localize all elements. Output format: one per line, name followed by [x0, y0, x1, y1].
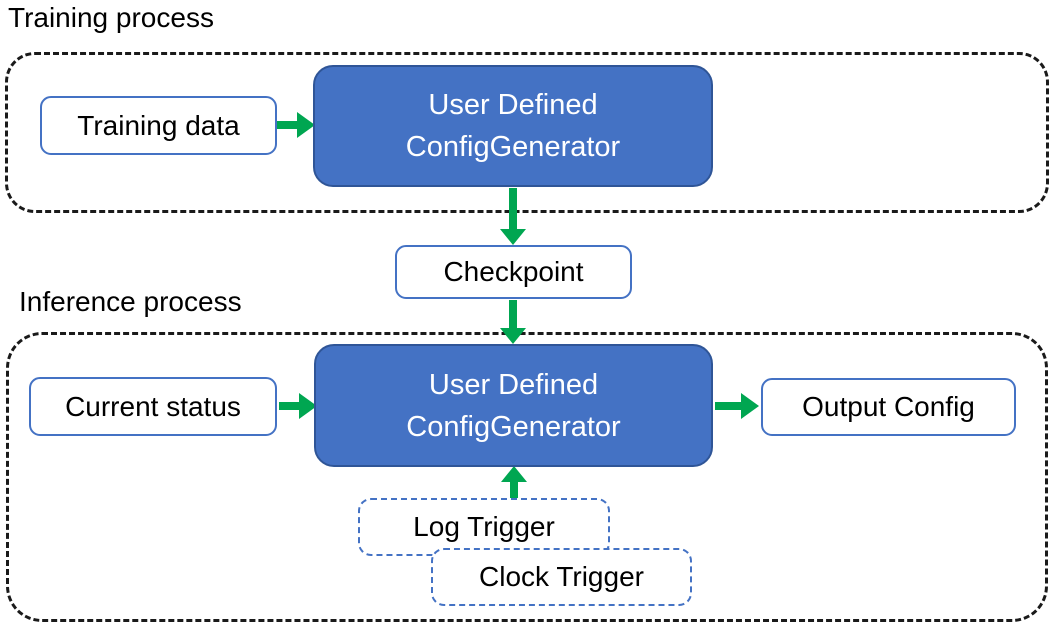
node-current-status: Current status — [29, 377, 277, 436]
node-checkpoint: Checkpoint — [395, 245, 632, 299]
clock-trigger-label: Clock Trigger — [479, 561, 644, 592]
inference-process-zone — [6, 332, 1048, 622]
training-config-generator-line1: User Defined — [428, 89, 598, 121]
arrow-current-status-to-generator-icon — [279, 393, 317, 419]
node-training-config-generator: User Defined ConfigGenerator — [313, 65, 713, 187]
training-data-label: Training data — [77, 109, 240, 141]
inference-process-label: Inference process — [19, 286, 242, 317]
arrow-log-trigger-to-generator-icon — [501, 466, 527, 498]
output-config-label: Output Config — [802, 391, 975, 422]
node-clock-trigger: Clock Trigger — [431, 548, 692, 606]
checkpoint-label: Checkpoint — [443, 256, 584, 287]
arrow-training-data-to-generator-icon — [277, 112, 315, 138]
training-process-zone — [5, 52, 1049, 213]
inference-config-generator-line1: User Defined — [428, 368, 599, 401]
current-status-label: Current status — [65, 390, 241, 422]
node-output-config: Output Config — [761, 378, 1016, 436]
node-log-trigger: Log Trigger — [358, 498, 610, 556]
inference-config-generator-line2: ConfigGenerator — [406, 410, 621, 443]
training-process-label: Training process — [8, 2, 214, 33]
node-training-data: Training data — [40, 96, 277, 155]
arrow-checkpoint-to-generator-icon — [500, 300, 526, 344]
arrow-generator-to-output-config-icon — [715, 393, 759, 419]
arrow-generator-to-checkpoint-icon — [500, 188, 526, 245]
node-inference-config-generator: User Defined ConfigGenerator — [314, 344, 713, 467]
log-trigger-label: Log Trigger — [413, 511, 555, 542]
training-config-generator-line2: ConfigGenerator — [405, 131, 621, 163]
